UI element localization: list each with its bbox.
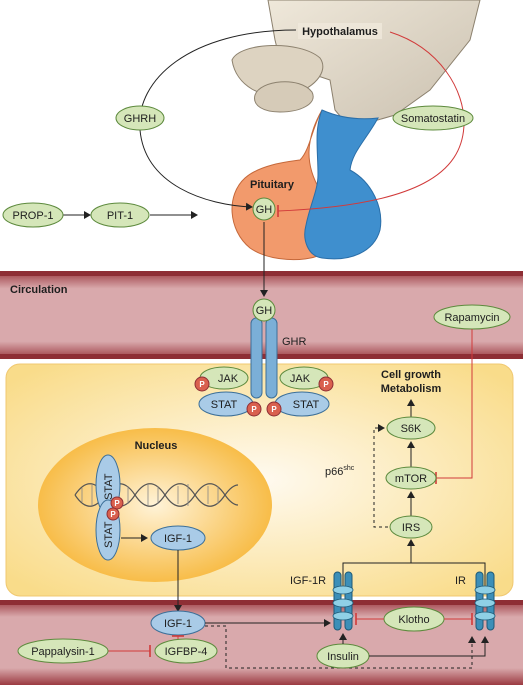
circulation-label: Circulation (10, 284, 68, 296)
pappalysin-node (17, 638, 109, 664)
gh-circulation-node (252, 298, 276, 322)
cell-growth-label: Cell growth (381, 369, 441, 381)
phospho-group-jak-left: P (194, 376, 210, 392)
klotho-label: Klotho (398, 614, 429, 626)
p66shc-label: p66shc (325, 465, 355, 478)
prop1-node (2, 202, 64, 228)
phospho-group-jak-right: P (318, 376, 334, 392)
ghr-label: GHR (282, 336, 307, 348)
svg-text:P: P (110, 510, 116, 519)
mtor-label: mTOR (395, 473, 427, 485)
gh-pituitary-node (252, 197, 276, 221)
ghr-receptor (250, 317, 278, 399)
pituitary-label: Pituitary (250, 179, 295, 191)
irs-node (389, 515, 433, 539)
igf1-to-ir-dashed (205, 625, 476, 669)
igf1-nucleus-label: IGF-1 (164, 533, 192, 545)
igf1r-receptor (332, 571, 354, 631)
phospho-group-nucleus-bottom: P (106, 507, 120, 521)
svg-text:P: P (323, 380, 329, 389)
somatostatin-loop (277, 31, 465, 212)
pit1-node (90, 202, 150, 228)
jak-right-label: JAK (290, 373, 311, 385)
hypothalamus-label-bg (298, 23, 382, 39)
pituitary-illustration (231, 109, 382, 261)
hypothalamus-label: Hypothalamus (302, 26, 378, 38)
prop1-label: PROP-1 (13, 210, 54, 222)
pappalysin-label: Pappalysin-1 (31, 646, 95, 658)
p66shc-dashed-path (373, 424, 388, 528)
svg-text:P: P (271, 405, 277, 414)
s6k-label: S6K (401, 423, 422, 435)
igfbp4-label: IGFBP-4 (165, 646, 208, 658)
svg-text:P: P (114, 499, 120, 508)
stat-left-label: STAT (211, 399, 238, 411)
igfbp4-node (154, 638, 218, 664)
jak-left-label: JAK (218, 373, 239, 385)
stat-nucleus-top-label: STAT (103, 473, 115, 500)
gh-circulation-label: GH (256, 305, 273, 317)
ir-receptor (474, 571, 496, 631)
ghrh-node (115, 105, 165, 131)
phospho-group-nucleus-top: P (110, 496, 124, 510)
insulin-label: Insulin (327, 651, 359, 663)
gh-pituitary-label: GH (256, 204, 273, 216)
rapamycin-label: Rapamycin (444, 312, 499, 324)
nucleus-label: Nucleus (135, 440, 178, 452)
phospho-group-stat-left: P (246, 401, 262, 417)
phospho-group-stat-right: P (266, 401, 282, 417)
somatostatin-node (392, 105, 474, 131)
ir-label: IR (455, 575, 466, 587)
stat-nucleus-bottom-label: STAT (103, 521, 115, 548)
ghrh-label: GHRH (124, 113, 156, 125)
arrow-insulin-to-ir (369, 636, 489, 657)
mtor-node (385, 466, 437, 490)
igf1-blood-label: IGF-1 (164, 618, 192, 630)
somatostatin-label: Somatostatin (401, 113, 465, 125)
svg-text:P: P (199, 380, 205, 389)
s6k-node (386, 416, 436, 440)
stat-right-label: STAT (293, 399, 320, 411)
irs-label: IRS (402, 522, 420, 534)
pit1-label: PIT-1 (107, 210, 133, 222)
svg-text:P: P (251, 405, 257, 414)
igf1r-label: IGF-1R (290, 575, 326, 587)
rapamycin-inhibit-line (436, 329, 473, 479)
metabolism-label: Metabolism (381, 383, 442, 395)
